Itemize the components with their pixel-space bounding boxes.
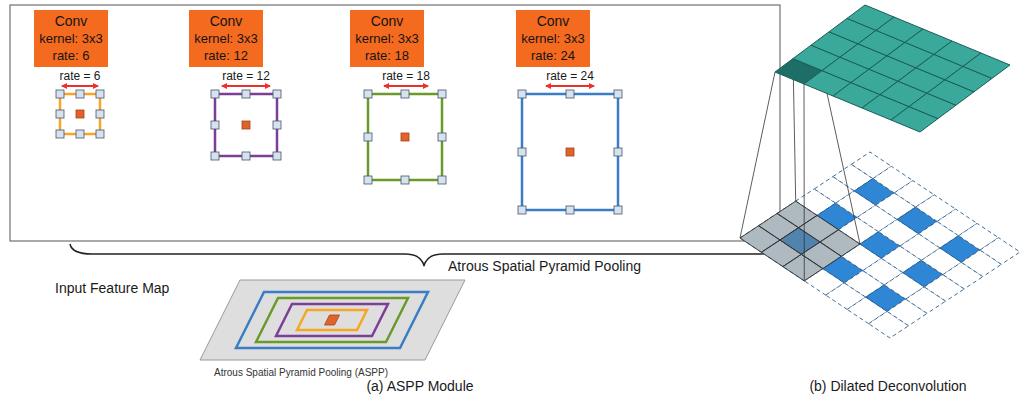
kernel-tap bbox=[76, 130, 84, 138]
kernel-tap bbox=[96, 90, 104, 98]
kernel-tap bbox=[211, 121, 219, 129]
padding-cell bbox=[980, 238, 1020, 265]
kernel-tap bbox=[273, 152, 281, 160]
rate-label: rate = 12 bbox=[222, 69, 270, 84]
kernel-tap bbox=[364, 90, 372, 98]
kernel-tap bbox=[211, 90, 219, 98]
conv-text: kernel: 3x3 bbox=[38, 30, 104, 47]
kernel-tap bbox=[438, 176, 446, 184]
subfigure-caption: (b) Dilated Deconvolution bbox=[809, 378, 966, 395]
kernel-tap bbox=[566, 90, 574, 98]
panel-frame bbox=[10, 5, 780, 241]
conv-text: rate: 18 bbox=[354, 47, 420, 64]
kernel-tap bbox=[76, 90, 84, 98]
kernel-tap bbox=[96, 110, 104, 118]
projection-line bbox=[740, 72, 775, 238]
kernel-tap bbox=[364, 133, 372, 141]
rate-arrow bbox=[384, 85, 428, 87]
kernel-tap bbox=[56, 130, 64, 138]
rate-arrow bbox=[546, 85, 594, 87]
kernel-cell bbox=[820, 230, 860, 257]
receptive-field bbox=[276, 304, 388, 336]
input-label: Input Feature Map bbox=[55, 280, 169, 297]
conv-box: Convkernel: 3x3rate: 6 bbox=[34, 10, 108, 67]
receptive-field bbox=[297, 310, 367, 330]
kernel-tap bbox=[438, 90, 446, 98]
projection-line bbox=[804, 84, 805, 281]
conv-text: rate: 6 bbox=[38, 47, 104, 64]
kernel-tap bbox=[242, 152, 250, 160]
kernel-center bbox=[401, 133, 409, 141]
conv-text: kernel: 3x3 bbox=[354, 30, 420, 47]
kernel-tap bbox=[242, 90, 250, 98]
kernel-tap bbox=[518, 148, 526, 156]
rate-label: rate = 24 bbox=[546, 69, 594, 84]
kernel-tap bbox=[364, 176, 372, 184]
module-label: Atrous Spatial Pyramid Pooling bbox=[448, 258, 641, 275]
curly-brace bbox=[70, 244, 780, 266]
conv-text: Conv bbox=[520, 13, 586, 30]
kernel-tap bbox=[211, 152, 219, 160]
rate-arrow bbox=[62, 85, 98, 87]
output-cell bbox=[963, 53, 1010, 78]
conv-box: Convkernel: 3x3rate: 12 bbox=[189, 10, 263, 67]
rate-label: rate = 18 bbox=[382, 69, 430, 84]
conv-text: rate: 12 bbox=[193, 47, 259, 64]
kernel-center bbox=[242, 121, 250, 129]
conv-box: Convkernel: 3x3rate: 18 bbox=[350, 10, 424, 67]
conv-text: Conv bbox=[193, 13, 259, 30]
kernel-outline bbox=[215, 94, 277, 156]
kernel-tap bbox=[401, 90, 409, 98]
rate-label: rate = 6 bbox=[59, 69, 100, 84]
kernel-tap bbox=[438, 133, 446, 141]
conv-box: Convkernel: 3x3rate: 24 bbox=[516, 10, 590, 67]
kernel-tap bbox=[614, 148, 622, 156]
receptive-field bbox=[236, 292, 428, 348]
conv-text: Conv bbox=[354, 13, 420, 30]
center-pixel bbox=[325, 315, 340, 325]
kernel-tap bbox=[56, 90, 64, 98]
kernel-tap bbox=[614, 206, 622, 214]
subfigure-caption: (a) ASPP Module bbox=[366, 378, 473, 395]
kernel-outline bbox=[368, 94, 442, 180]
kernel-center bbox=[566, 148, 574, 156]
kernel-center bbox=[76, 110, 84, 118]
figure-label: Atrous Spatial Pyramid Pooling (ASPP) bbox=[214, 366, 388, 379]
rate-arrow bbox=[222, 85, 270, 87]
kernel-outline bbox=[60, 94, 100, 134]
kernel-tap bbox=[614, 90, 622, 98]
kernel-tap bbox=[518, 206, 526, 214]
kernel-tap bbox=[273, 90, 281, 98]
kernel-tap bbox=[518, 90, 526, 98]
kernel-tap bbox=[273, 121, 281, 129]
conv-text: rate: 24 bbox=[520, 47, 586, 64]
kernel-tap bbox=[566, 206, 574, 214]
kernel-tap bbox=[56, 110, 64, 118]
kernel-outline bbox=[522, 94, 618, 210]
kernel-tap bbox=[401, 176, 409, 184]
receptive-field bbox=[256, 298, 408, 342]
kernel-tap bbox=[96, 130, 104, 138]
feature-map bbox=[200, 280, 465, 360]
conv-text: kernel: 3x3 bbox=[193, 30, 259, 47]
conv-text: Conv bbox=[38, 13, 104, 30]
conv-text: kernel: 3x3 bbox=[520, 30, 586, 47]
